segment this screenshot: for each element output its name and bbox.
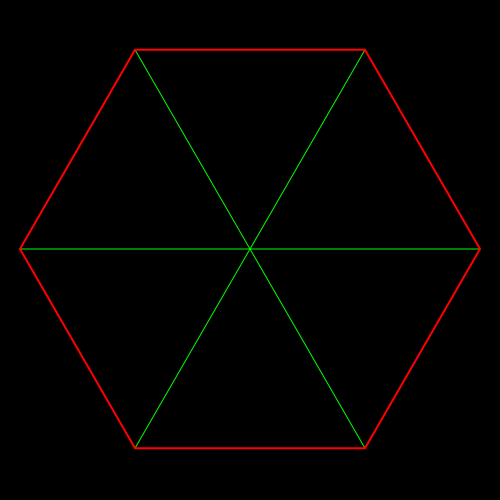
hexagon-edge-3: [19, 248, 136, 450]
hexagon-edge-1: [364, 248, 481, 450]
spoke-2: [249, 248, 366, 449]
hexagon-edge-4: [19, 48, 136, 250]
hexagon-outline: [19, 48, 481, 450]
spoke-5: [134, 49, 251, 250]
spoke-3: [134, 248, 251, 449]
hexagon-spokes: [20, 49, 480, 449]
spoke-6: [249, 49, 366, 250]
hexagon-edge-6: [364, 48, 481, 250]
